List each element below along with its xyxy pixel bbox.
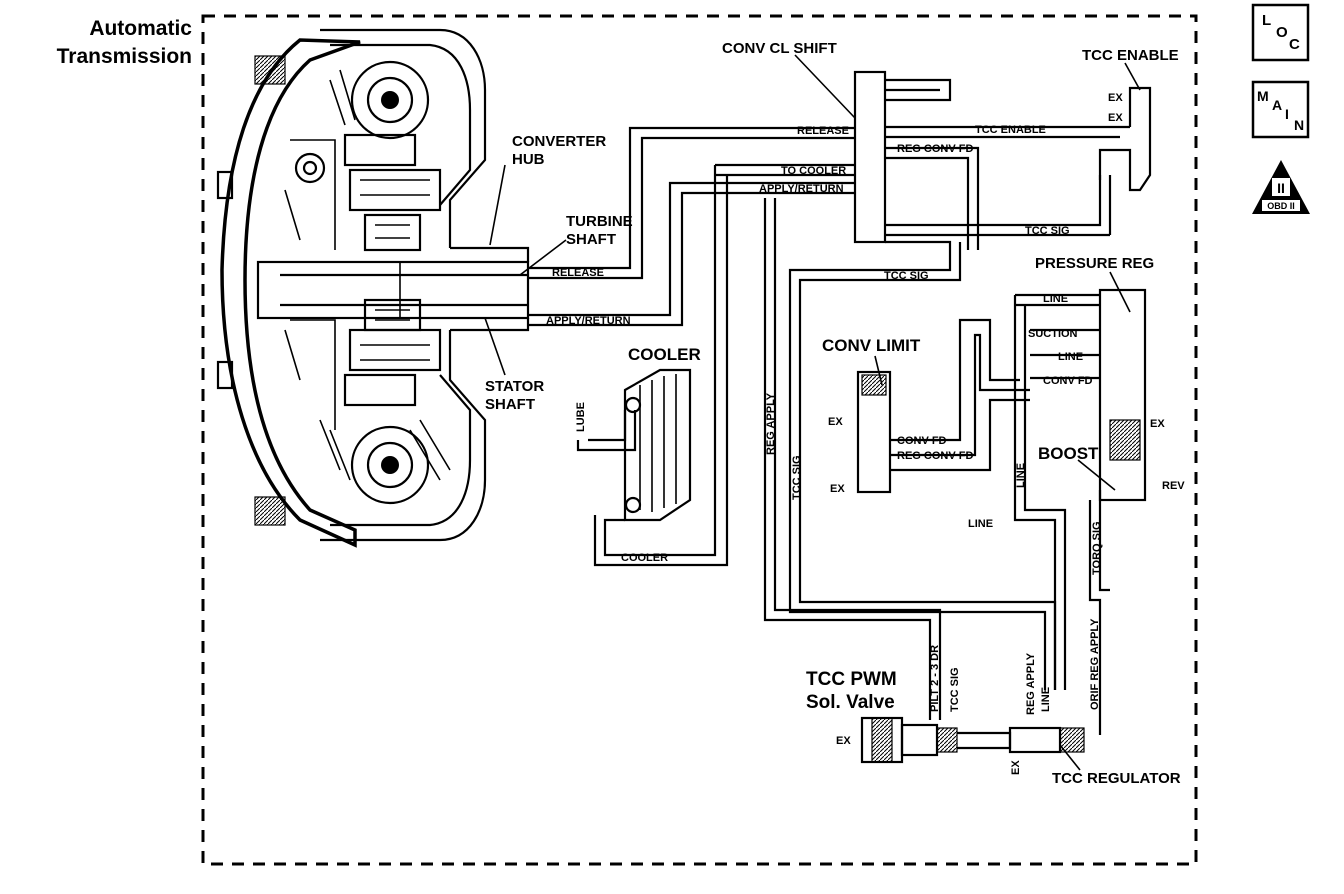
label-conv-cl-shift: CONV CL SHIFT: [722, 40, 837, 57]
line-label-cooler: COOLER: [621, 552, 668, 564]
line-label-reg-conv-fd-top: REG CONV FD: [897, 143, 973, 155]
svg-text:C: C: [1289, 36, 1300, 53]
line-label-apply-return-top: APPLY/RETURN: [759, 183, 844, 195]
torque-converter-illustration: [216, 28, 530, 548]
label-tcc-enable: TCC ENABLE: [1082, 47, 1179, 64]
svg-text:A: A: [1272, 97, 1282, 113]
label-stator-shaft-2: SHAFT: [485, 396, 535, 413]
line-label-line-sol: LINE: [1040, 687, 1052, 712]
label-tcc-pwm-1: TCC PWM: [806, 669, 897, 690]
line-label-reg-conv-fd-limit: REG CONV FD: [897, 450, 973, 462]
line-label-line-pr-1: LINE: [1043, 293, 1068, 305]
diagram-border: [201, 14, 1198, 866]
line-label-ex-enable-1: EX: [1108, 92, 1123, 104]
line-label-tcc-sig-right: TCC SIG: [1025, 225, 1070, 237]
line-label-line-low: LINE: [968, 518, 993, 530]
svg-text:L: L: [1262, 12, 1271, 29]
line-label-reg-apply-vert: REG APPLY: [765, 392, 777, 455]
obd-ii-nav-button[interactable]: II OBD II: [1252, 160, 1310, 214]
svg-text:II: II: [1277, 180, 1285, 196]
line-label-ex-enable-2: EX: [1108, 112, 1123, 124]
obd-ii-label: OBD II: [1267, 201, 1295, 211]
label-turbine-shaft-1: TURBINE: [566, 213, 633, 230]
line-label-suction: SUCTION: [1028, 328, 1078, 340]
svg-text:N: N: [1294, 117, 1304, 133]
line-label-tcc-sig-sol: TCC SIG: [949, 667, 961, 712]
label-converter-hub-1: CONVERTER: [512, 133, 606, 150]
label-tcc-pwm-2: Sol. Valve: [806, 692, 895, 713]
svg-text:M: M: [1257, 88, 1269, 104]
svg-text:O: O: [1276, 24, 1288, 41]
label-stator-shaft-1: STATOR: [485, 378, 544, 395]
line-label-rev: REV: [1162, 480, 1185, 492]
line-label-tcc-sig-mid: TCC SIG: [884, 270, 929, 282]
line-label-reg-apply-sol: REG APPLY: [1025, 652, 1037, 715]
hydraulic-passages: [528, 70, 1152, 764]
cooler-illustration: [623, 368, 692, 522]
label-cooler: COOLER: [628, 345, 701, 364]
label-converter-hub-2: HUB: [512, 151, 545, 168]
main-nav-button[interactable]: M A I N: [1251, 80, 1310, 139]
label-turbine-shaft-2: SHAFT: [566, 231, 616, 248]
line-label-tcc-sig-vert: TCC SIG: [791, 455, 803, 500]
line-label-ex-limit-1: EX: [828, 416, 843, 428]
line-label-ex-pr: EX: [1150, 418, 1165, 430]
line-label-ex-sol: EX: [836, 735, 851, 747]
line-label-orif-reg-apply: ORIF REG APPLY: [1089, 618, 1101, 710]
loc-nav-button[interactable]: L O C: [1251, 3, 1310, 62]
line-label-ex-reg: EX: [1010, 760, 1022, 775]
line-label-conv-fd-pr: CONV FD: [1043, 375, 1093, 387]
line-label-release-hub: RELEASE: [552, 267, 604, 279]
label-boost: BOOST: [1038, 444, 1099, 463]
line-label-line-pr-2: LINE: [1058, 351, 1083, 363]
line-label-tcc-enable: TCC ENABLE: [975, 124, 1046, 136]
line-label-line-vert: LINE: [1015, 463, 1027, 488]
label-pressure-reg: PRESSURE REG: [1035, 255, 1154, 272]
svg-text:I: I: [1285, 106, 1289, 122]
label-tcc-regulator: TCC REGULATOR: [1052, 770, 1181, 787]
line-label-torq-sig: TORQ SIG: [1091, 521, 1103, 575]
line-label-pilt-2-3-dr: PILT 2 - 3 DR: [929, 645, 941, 712]
title-line-2: Transmission: [57, 45, 192, 68]
line-label-apply-return-hub: APPLY/RETURN: [546, 315, 631, 327]
title-line-1: Automatic: [89, 17, 192, 40]
line-label-to-cooler: TO COOLER: [781, 165, 846, 177]
line-label-conv-fd-limit: CONV FD: [897, 435, 947, 447]
label-conv-limit: CONV LIMIT: [822, 336, 921, 355]
line-label-ex-limit-2: EX: [830, 483, 845, 495]
line-label-release-top: RELEASE: [797, 125, 849, 137]
line-label-lube: LUBE: [575, 402, 587, 432]
